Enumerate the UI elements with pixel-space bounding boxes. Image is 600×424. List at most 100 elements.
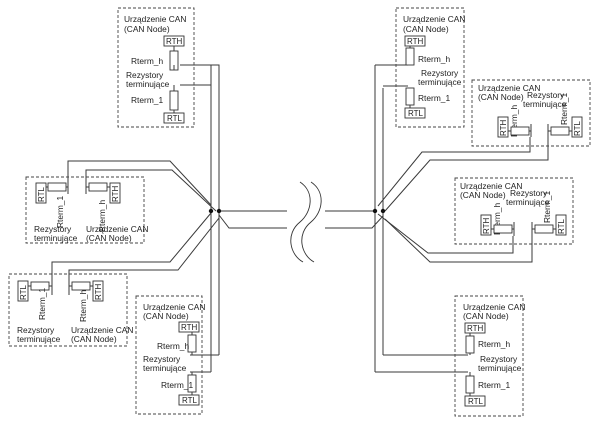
node-title: Urządzenie CAN (143, 302, 205, 312)
node-boundary (135, 295, 203, 415)
rterm-l-label: Rterm_1 (478, 380, 510, 390)
node-title: Urządzenie CAN (460, 181, 522, 191)
resistors-label-1: Rezystory (421, 68, 459, 78)
resistor-rterm-l (169, 90, 179, 111)
rtl-terminal (163, 112, 185, 124)
rth-label: RTH (467, 324, 484, 333)
junction-dot (216, 208, 222, 214)
bus-low-right (305, 215, 384, 229)
rterm-h-label: Rterm_h (478, 339, 510, 349)
wire-tl-h (180, 64, 220, 88)
node-bottom-left: Urządzenie CAN (CAN Node) RTH Rterm_h Re… (135, 295, 205, 415)
rth-label: RTH (482, 217, 491, 234)
node-title: Urządzenie CAN (478, 83, 540, 93)
resistors-label-1: Rezystory (126, 70, 164, 80)
rterm-l-label: Rterm_1 (542, 191, 552, 223)
rth-label: RTH (166, 37, 183, 46)
node-boundary (117, 7, 195, 128)
resistor-rterm-l (47, 182, 67, 192)
rtl-label: RTL (19, 284, 28, 300)
rtl-terminal (35, 182, 47, 204)
node-boundary (25, 176, 145, 244)
rth-terminal (404, 35, 426, 47)
rth-label: RTH (94, 283, 103, 300)
rth-terminal (109, 182, 121, 204)
rtl-terminal (464, 395, 486, 407)
rth-label: RTH (499, 119, 508, 136)
resistors-label-1: Rezystory (143, 354, 181, 364)
resistors-label-1: Rezystory (510, 188, 548, 198)
resistor-rterm-l (465, 375, 475, 394)
resistors-label-1: Rezystory (527, 90, 565, 100)
cable-break-symbol (287, 180, 325, 263)
resistors-label-2: terminujące (34, 233, 78, 243)
rtl-label: RTL (37, 186, 46, 202)
rterm-l-label: Rterm_1 (55, 196, 65, 228)
resistor-rterm-h (71, 281, 91, 291)
rterm-h-label: Rterm_h (78, 290, 88, 322)
node-boundary (454, 177, 574, 245)
resistors-label-1: Rezystory (17, 325, 55, 335)
rth-terminal (480, 214, 492, 236)
resistors-label-2: terminujące (418, 77, 462, 87)
wire-ru-1 (377, 137, 531, 207)
wire-lu-1 (67, 160, 212, 206)
resistor-rterm-h (465, 335, 475, 354)
rth-terminal (92, 280, 104, 302)
rtl-terminal (178, 394, 200, 406)
node-left-upper: RTL Rterm_1 RTH Rterm_h Rezystory termin… (25, 176, 148, 244)
node-boundary (471, 79, 591, 147)
node-subtitle: (CAN Node) (460, 190, 506, 200)
node-title: Urządzenie CAN (463, 302, 525, 312)
rth-terminal (178, 321, 200, 333)
node-subtitle: (CAN Node) (478, 92, 524, 102)
node-boundary (454, 295, 524, 417)
node-title: Urządzenie CAN (124, 14, 186, 24)
resistors-label-2: terminujące (126, 79, 170, 89)
wire-ll-1 (51, 212, 212, 277)
node-title: Urządzenie CAN (403, 14, 465, 24)
node-subtitle: (CAN Node) (143, 311, 189, 321)
resistors-label-2: terminujące (143, 363, 187, 373)
rterm-l-label: Rterm_1 (559, 93, 569, 125)
rterm-h-label: Rterm_h (492, 203, 502, 235)
resistors-label-1: Rezystory (34, 224, 72, 234)
rterm-h-label: Rterm_h (509, 105, 519, 137)
wire-ll-2 (68, 217, 220, 277)
rterm-l-label: Rterm_1 (131, 95, 163, 105)
rtl-label: RTL (167, 114, 183, 123)
rtl-label: RTL (182, 396, 198, 405)
wire-rl-2 (384, 218, 533, 263)
rterm-h-label: Rterm_h (418, 54, 450, 64)
node-left-lower: RTL Rterm_1 RTH Rterm_h Rezystory termin… (8, 273, 133, 347)
node-subtitle: (CAN Node) (71, 334, 117, 344)
node-top-left: Urządzenie CAN (CAN Node) RTH Rterm_h Re… (117, 7, 195, 128)
rtl-terminal (571, 116, 583, 138)
resistors-label-2: terminujące (478, 363, 522, 373)
node-subtitle: (CAN Node) (403, 24, 449, 34)
rth-label: RTH (181, 323, 198, 332)
rth-label: RTH (407, 37, 424, 46)
rtl-terminal (404, 107, 426, 119)
rth-label: RTH (111, 185, 120, 202)
resistor-rterm-h (187, 334, 197, 353)
resistors-label-1: Rezystory (480, 354, 518, 364)
rterm-h-label: Rterm_h (157, 341, 189, 351)
resistor-rterm-l (534, 224, 554, 234)
node-subtitle: (CAN Node) (124, 24, 170, 34)
rtl-label: RTL (408, 109, 424, 118)
node-bottom-right: Urządzenie CAN (CAN Node) RTH Rterm_h Re… (454, 295, 525, 417)
wire-rl-1 (377, 213, 514, 254)
resistor-rterm-h (88, 182, 108, 192)
resistors-label-2: terminujące (17, 334, 61, 344)
rterm-l-label: Rterm_1 (418, 93, 450, 103)
rterm-l-label: Rterm_1 (37, 288, 47, 320)
wire-tl-l (180, 84, 212, 88)
resistor-rterm-h (405, 47, 415, 66)
node-subtitle: (CAN Node) (463, 311, 509, 321)
rtl-label: RTL (468, 397, 484, 406)
rth-terminal (464, 322, 486, 334)
rterm-h-label: Rterm_h (97, 200, 107, 232)
resistors-label-2: terminujące (506, 197, 550, 207)
rtl-label: RTL (557, 218, 566, 234)
